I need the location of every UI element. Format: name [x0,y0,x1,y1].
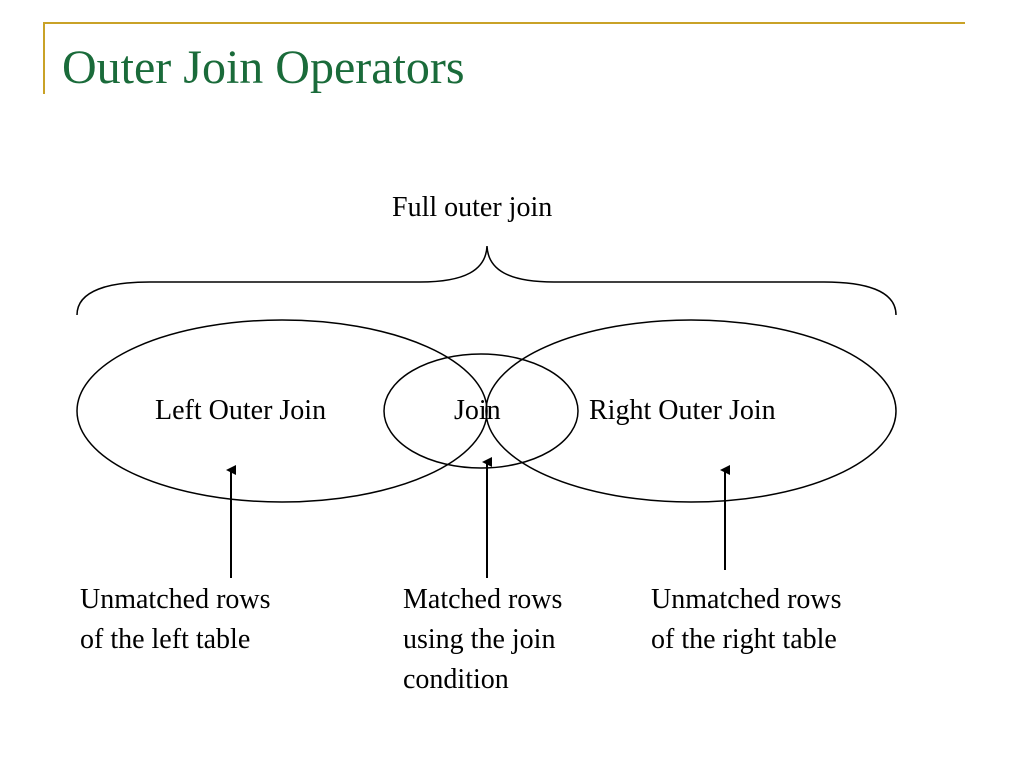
left-caption: Unmatched rows of the left table [80,580,271,660]
left-caption-line: of the left table [80,624,251,655]
right-outer-join-label: Right Outer Join [589,395,776,426]
right-table-ellipse [485,319,897,503]
left-table-ellipse [76,319,488,503]
right-caption-line: of the right table [651,624,837,655]
center-caption: Matched rows using the join condition [403,580,562,700]
left-outer-join-label: Left Outer Join [155,395,327,426]
join-ellipse [383,353,579,469]
right-caption: Unmatched rows of the right table [651,580,842,660]
join-label: Join [454,395,501,426]
center-caption-line: Matched rows [403,584,563,615]
full-outer-join-label: Full outer join [392,192,553,223]
page-title: Outer Join Operators [62,41,465,94]
frame-accent-top [43,22,965,24]
frame-accent-left [43,22,45,94]
center-caption-line: condition [403,664,509,695]
right-caption-line: Unmatched rows [651,584,842,615]
left-caption-line: Unmatched rows [80,584,271,615]
center-caption-line: using the join [403,624,556,655]
full-outer-join-brace [76,245,897,316]
